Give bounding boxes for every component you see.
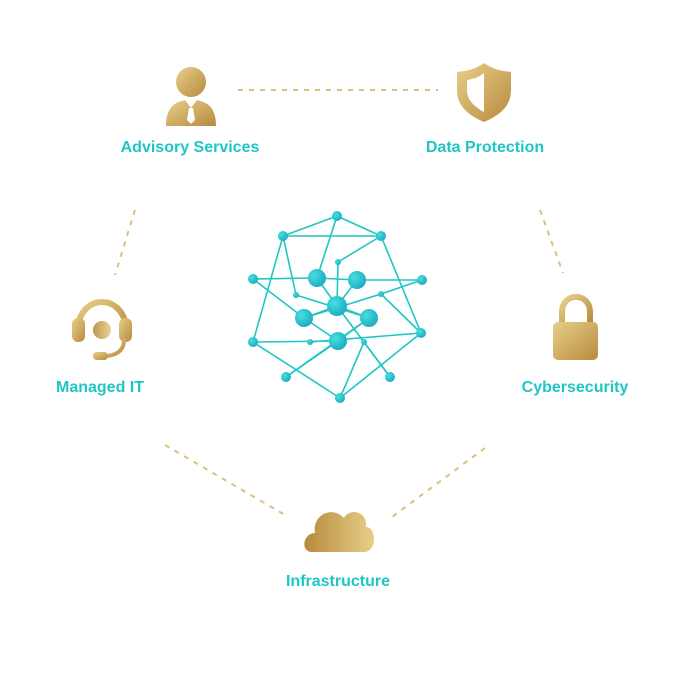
shield-icon bbox=[457, 63, 511, 122]
label-infrastructure: Infrastructure bbox=[285, 573, 391, 590]
label-managed-it: Managed IT bbox=[55, 379, 145, 396]
label-advisory-services: Advisory Services bbox=[120, 139, 260, 156]
network-graph-icon bbox=[248, 211, 427, 403]
person-suit-icon bbox=[166, 67, 216, 126]
connector-cyber-infra bbox=[391, 447, 486, 518]
padlock-icon bbox=[553, 293, 598, 360]
label-data-protection: Data Protection bbox=[425, 139, 545, 156]
connector-data-cyber bbox=[539, 209, 564, 274]
connectors bbox=[114, 89, 564, 518]
connector-advisory-managed bbox=[114, 209, 136, 276]
connector-managed-infra bbox=[164, 444, 286, 516]
label-cybersecurity: Cybersecurity bbox=[521, 379, 629, 396]
headset-icon bbox=[72, 298, 132, 360]
cloud-icon bbox=[304, 512, 375, 552]
